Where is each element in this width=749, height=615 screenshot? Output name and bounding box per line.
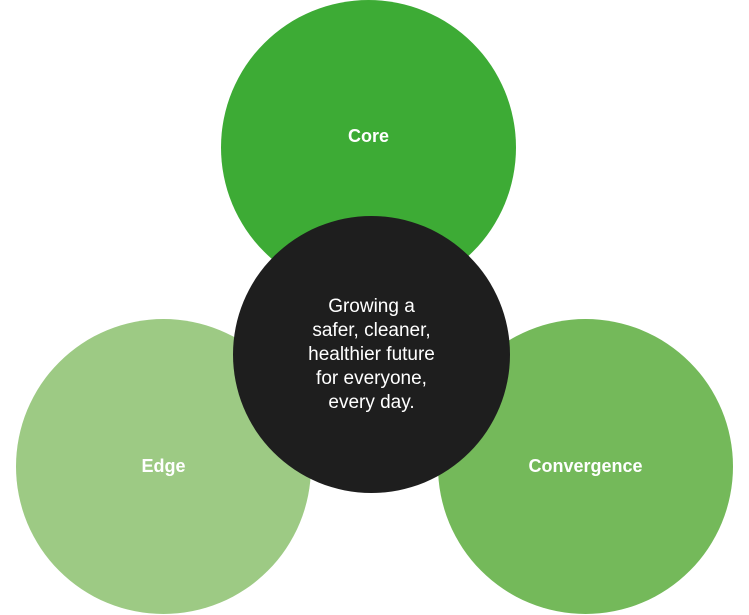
- mission-circle: Growing a safer, cleaner, healthier futu…: [233, 216, 510, 493]
- core-label: Core: [347, 126, 389, 146]
- mission-statement: Growing a safer, cleaner, healthier futu…: [292, 295, 452, 415]
- mission-line: for everyone,: [316, 367, 427, 389]
- convergence-circle: Convergence: [438, 319, 733, 614]
- mission-line: healthier future: [308, 343, 435, 365]
- mission-line: Growing a: [328, 295, 415, 317]
- mission-line: every day.: [328, 391, 415, 413]
- mission-line: safer, cleaner,: [312, 319, 431, 341]
- edge-label: Edge: [141, 456, 186, 476]
- convergence-label: Convergence: [528, 456, 643, 476]
